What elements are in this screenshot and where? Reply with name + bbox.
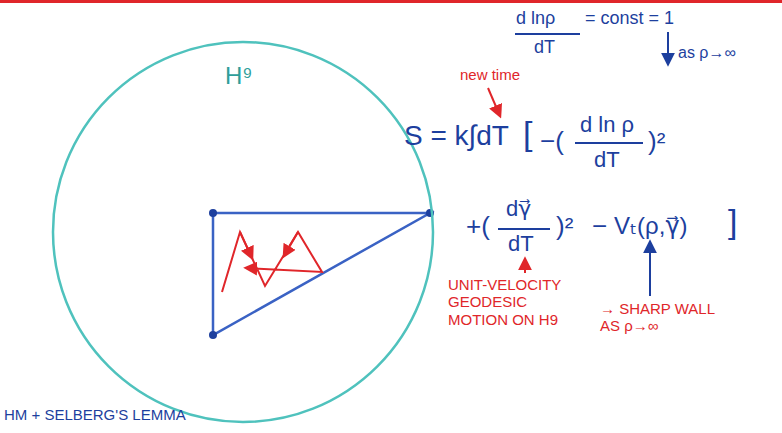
equation-term: dT (594, 147, 620, 172)
disk-outline (51, 40, 435, 424)
leader-arrow (524, 259, 526, 273)
equation-term: −( (540, 127, 564, 157)
equation-term: d ln ρ (580, 112, 634, 137)
disk-circle (53, 42, 433, 422)
equation-term: ] (728, 202, 737, 241)
vertex-dot (209, 209, 217, 217)
region-label: H⁹ (225, 62, 253, 90)
equation-term: )² (648, 127, 665, 157)
equation-term: +( (466, 212, 490, 242)
geodesic-arrow (284, 232, 298, 256)
annotation: dT (534, 37, 555, 58)
fraction-bar (575, 142, 643, 144)
annotation: d lnρ (516, 8, 555, 29)
leader-arrow (667, 32, 669, 64)
fraction-bar (515, 33, 580, 35)
geodesic-path (222, 232, 322, 292)
equation-term: [ (523, 114, 532, 153)
equation-term: dT (508, 231, 534, 256)
annotation: HM + SELBERG'S LEMMA (4, 406, 186, 423)
equation-term: − (592, 212, 607, 242)
leader-arrow (649, 242, 651, 296)
top-bar (0, 0, 782, 3)
equation-term: S = k∫dT (404, 120, 509, 152)
annotation: new time (460, 66, 520, 83)
annotation: → SHARP WALL AS ρ→∞ (600, 300, 730, 335)
fraction-bar (498, 228, 550, 230)
disk-region: H⁹ (51, 40, 435, 424)
triangle-domain (213, 213, 430, 335)
equation-term: )² (556, 212, 573, 242)
equation-term: Vₜ(ρ,γ⃗) (614, 212, 688, 240)
geodesic-arrow (240, 232, 252, 258)
annotation: as ρ→∞ (678, 44, 736, 62)
annotation: = const = 1 (585, 8, 674, 29)
leader-arrow (488, 88, 500, 116)
annotation: UNIT-VELOCITY GEODESIC MOTION ON H9 (448, 276, 578, 328)
vertex-dot (209, 331, 217, 339)
equation-term: dγ⃗ (506, 196, 531, 221)
